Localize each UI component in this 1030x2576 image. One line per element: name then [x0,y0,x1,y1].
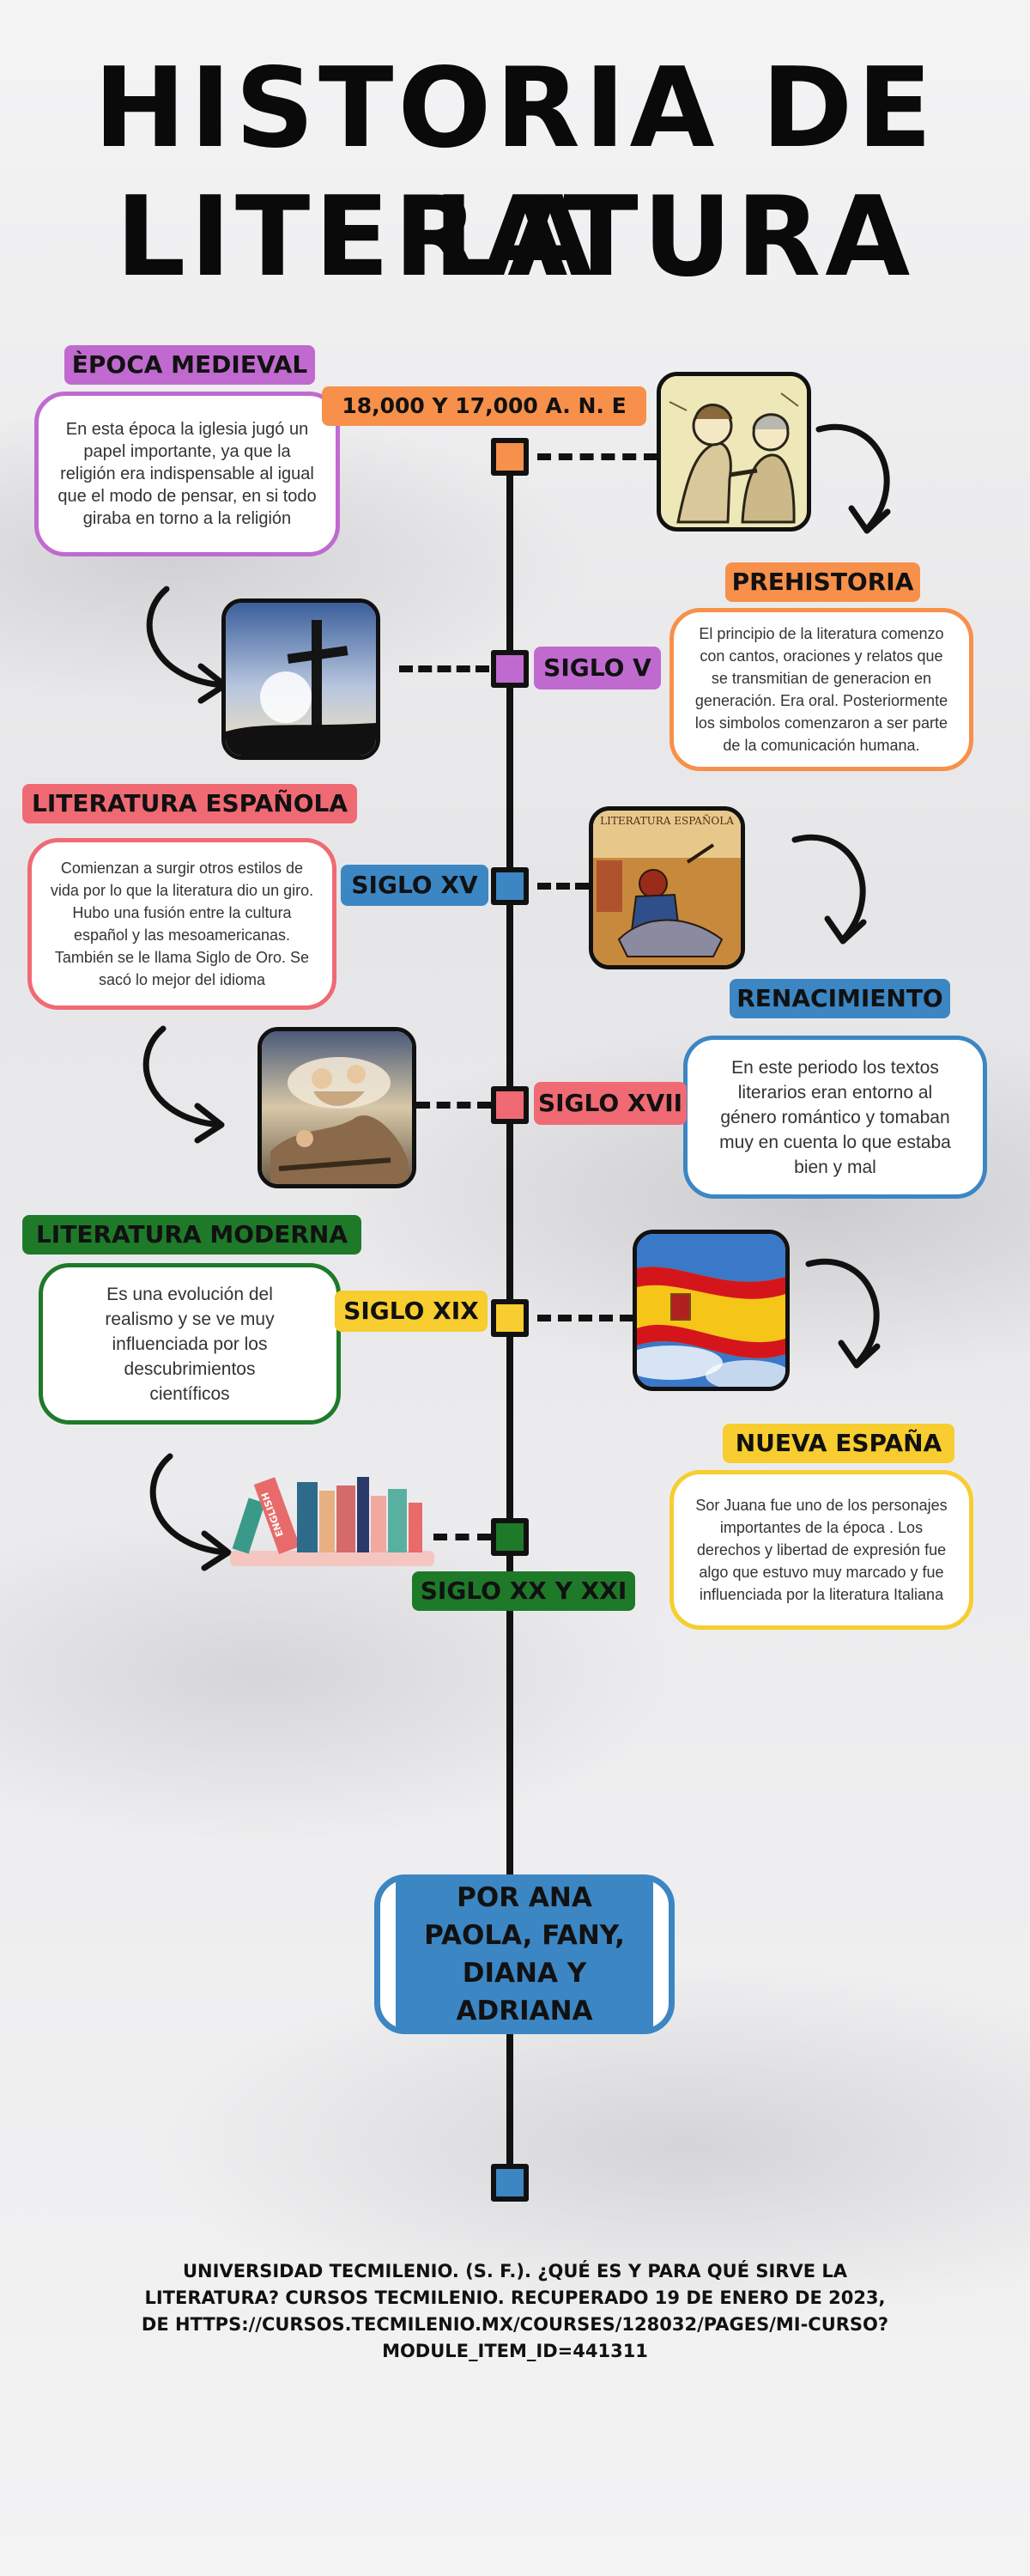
curved-arrow-icon [142,1025,225,1144]
page-title-line-2: LITERATURA [115,173,915,301]
curved-arrow-icon [805,1258,881,1369]
connector-dash [537,883,589,890]
timeline-node-18000 [491,438,529,476]
timeline-node-end [491,2164,529,2202]
text-nueva-espana: Sor Juana fue uno de los personajes impo… [695,1497,948,1603]
renaissance-painting-image [258,1027,416,1188]
timeline-node-siglo-xx-xxi [491,1518,529,1556]
text-box-epoca-medieval: En esta época la iglesia jugó un papel i… [34,392,340,556]
connector-dash [433,1534,491,1540]
timeline-node-siglo-xvii [491,1086,529,1124]
text-box-renacimiento: En este periodo los textos literarios er… [683,1036,987,1199]
period-label-siglo-xx-xxi: SIGLO XX Y XXI [412,1571,635,1611]
connector-dash [416,1102,491,1109]
curved-arrow-icon [815,423,891,534]
text-literatura-espanola: Comienzan a surgir otros estilos de vida… [50,860,314,988]
connector-dash [537,453,657,460]
heading-renacimiento: RENACIMIENTO [730,979,950,1018]
text-prehistoria: El principio de la literatura comenzo co… [694,625,948,754]
text-box-literatura-moderna: Es una evolución del realismo y se ve mu… [39,1263,341,1425]
authors-text: POR ANA PAOLA, FANY, DIANA Y ADRIANA [396,1877,653,2032]
heading-literatura-moderna: LITERATURA MODERNA [22,1215,361,1255]
citation: UNIVERSIDAD TECMILENIO. (S. F.). ¿QUÉ ES… [141,2261,889,2361]
heading-prehistoria: PREHISTORIA [725,562,920,602]
heading-epoca-medieval: ÈPOCA MEDIEVAL [64,345,315,385]
prehistoric-people-drawing-image [657,372,811,532]
timeline-node-siglo-v [491,650,529,688]
spanish-literature-book-cover-image: LITERATURA ESPAÑOLA [589,806,745,969]
timeline-node-siglo-xv [491,867,529,905]
period-label-siglo-xix: SIGLO XIX [335,1291,488,1332]
connector-dash [537,1315,633,1321]
authors-box: POR ANA PAOLA, FANY, DIANA Y ADRIANA [374,1874,675,2034]
period-label-18000: 18,000 Y 17,000 A. N. E [322,386,646,426]
text-box-prehistoria: El principio de la literatura comenzo co… [670,608,973,771]
page-title-line-1: HISTORIA DE LA [94,45,936,301]
text-box-nueva-espana: Sor Juana fue uno de los personajes impo… [670,1470,973,1630]
connector-dash [399,665,489,672]
cross-sunset-image [221,598,380,760]
heading-literatura-espanola: LITERATURA ESPAÑOLA [22,784,357,823]
text-box-literatura-espanola: Comienzan a surgir otros estilos de vida… [27,838,336,1010]
spain-flag-image [633,1230,790,1391]
text-epoca-medieval: En esta época la iglesia jugó un papel i… [58,420,317,528]
book-cover-title: LITERATURA ESPAÑOLA [600,814,734,827]
period-label-siglo-xv: SIGLO XV [341,865,488,906]
period-label-siglo-xvii: SIGLO XVII [534,1082,687,1125]
curved-arrow-icon [791,834,867,945]
text-literatura-moderna: Es una evolución del realismo y se ve mu… [105,1284,275,1404]
heading-nueva-espana: NUEVA ESPAÑA [723,1424,954,1463]
period-label-siglo-v: SIGLO V [534,647,661,690]
timeline-node-siglo-xix [491,1299,529,1337]
text-renacimiento: En este periodo los textos literarios er… [719,1057,951,1177]
books-illustration: ENGLISH [230,1465,434,1568]
curved-arrow-icon [149,1453,232,1571]
